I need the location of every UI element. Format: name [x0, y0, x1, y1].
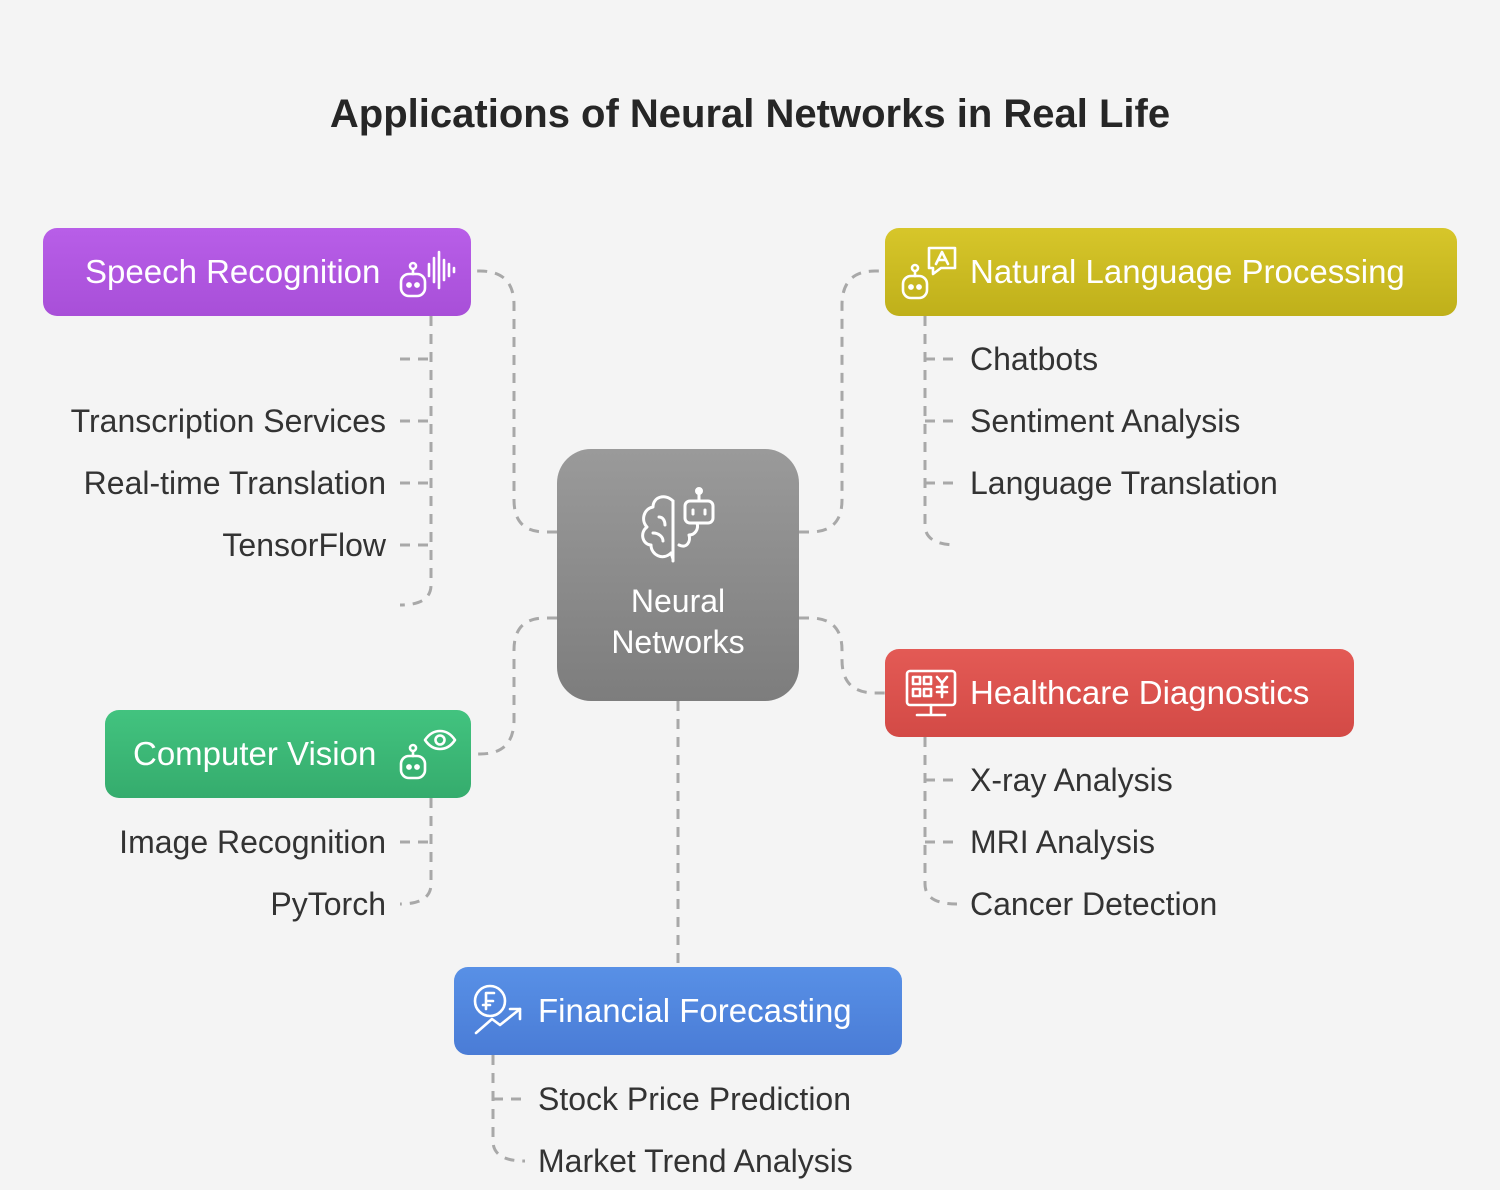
list-item: PyTorch: [270, 886, 386, 922]
robot-eye-icon: [399, 729, 457, 780]
list-item: Language Translation: [970, 465, 1278, 501]
list-item: Image Recognition: [119, 824, 386, 860]
list-item: Sentiment Analysis: [970, 403, 1241, 439]
branch-speech-recognition: Speech Recognition: [43, 228, 471, 316]
center-label-line2: Networks: [611, 624, 745, 660]
list-item: Chatbots: [970, 341, 1099, 377]
financial-forecasting-label: Financial Forecasting: [538, 992, 852, 1029]
medical-monitor-icon: [905, 669, 957, 717]
finance-spine: [491, 1055, 526, 1163]
health-spine: [923, 737, 958, 906]
list-item: Stock Price Prediction: [538, 1081, 852, 1117]
robot-soundwave-icon: [399, 250, 456, 298]
list-item: X-ray Analysis: [970, 762, 1173, 798]
branch-financial-forecasting: Financial Forecasting: [454, 967, 902, 1055]
robot-chat-icon: [901, 246, 957, 300]
list-item: Cancer Detection: [970, 886, 1218, 922]
computer-vision-label: Computer Vision: [133, 735, 377, 772]
currency-trend-icon: [473, 984, 522, 1035]
connector-health: [799, 616, 885, 695]
vision-spine: [399, 798, 433, 906]
nlp-spine: [923, 316, 958, 547]
branch-healthcare-diagnostics: Healthcare Diagnostics: [885, 649, 1354, 737]
natural-language-processing-label: Natural Language Processing: [970, 253, 1405, 290]
speech-recognition-label: Speech Recognition: [85, 253, 381, 290]
list-item: Transcription Services: [70, 403, 386, 439]
list-item: Real-time Translation: [83, 465, 386, 501]
list-item: Market Trend Analysis: [538, 1143, 853, 1179]
center-label-line1: Neural: [630, 583, 726, 619]
list-item: MRI Analysis: [970, 824, 1155, 860]
list-item: TensorFlow: [222, 527, 386, 563]
connector-speech: [470, 269, 557, 534]
connector-vision: [470, 616, 557, 756]
connector-nlp: [799, 269, 885, 534]
branch-computer-vision: Computer Vision: [105, 710, 471, 798]
healthcare-diagnostics-label: Healthcare Diagnostics: [970, 674, 1310, 711]
diagram-title: Applications of Neural Networks in Real …: [329, 92, 1171, 136]
center-node-neural-networks: Neural Networks: [557, 449, 799, 701]
brain-robot-icon: [641, 487, 715, 563]
branch-natural-language-processing: Natural Language Processing: [885, 228, 1457, 316]
